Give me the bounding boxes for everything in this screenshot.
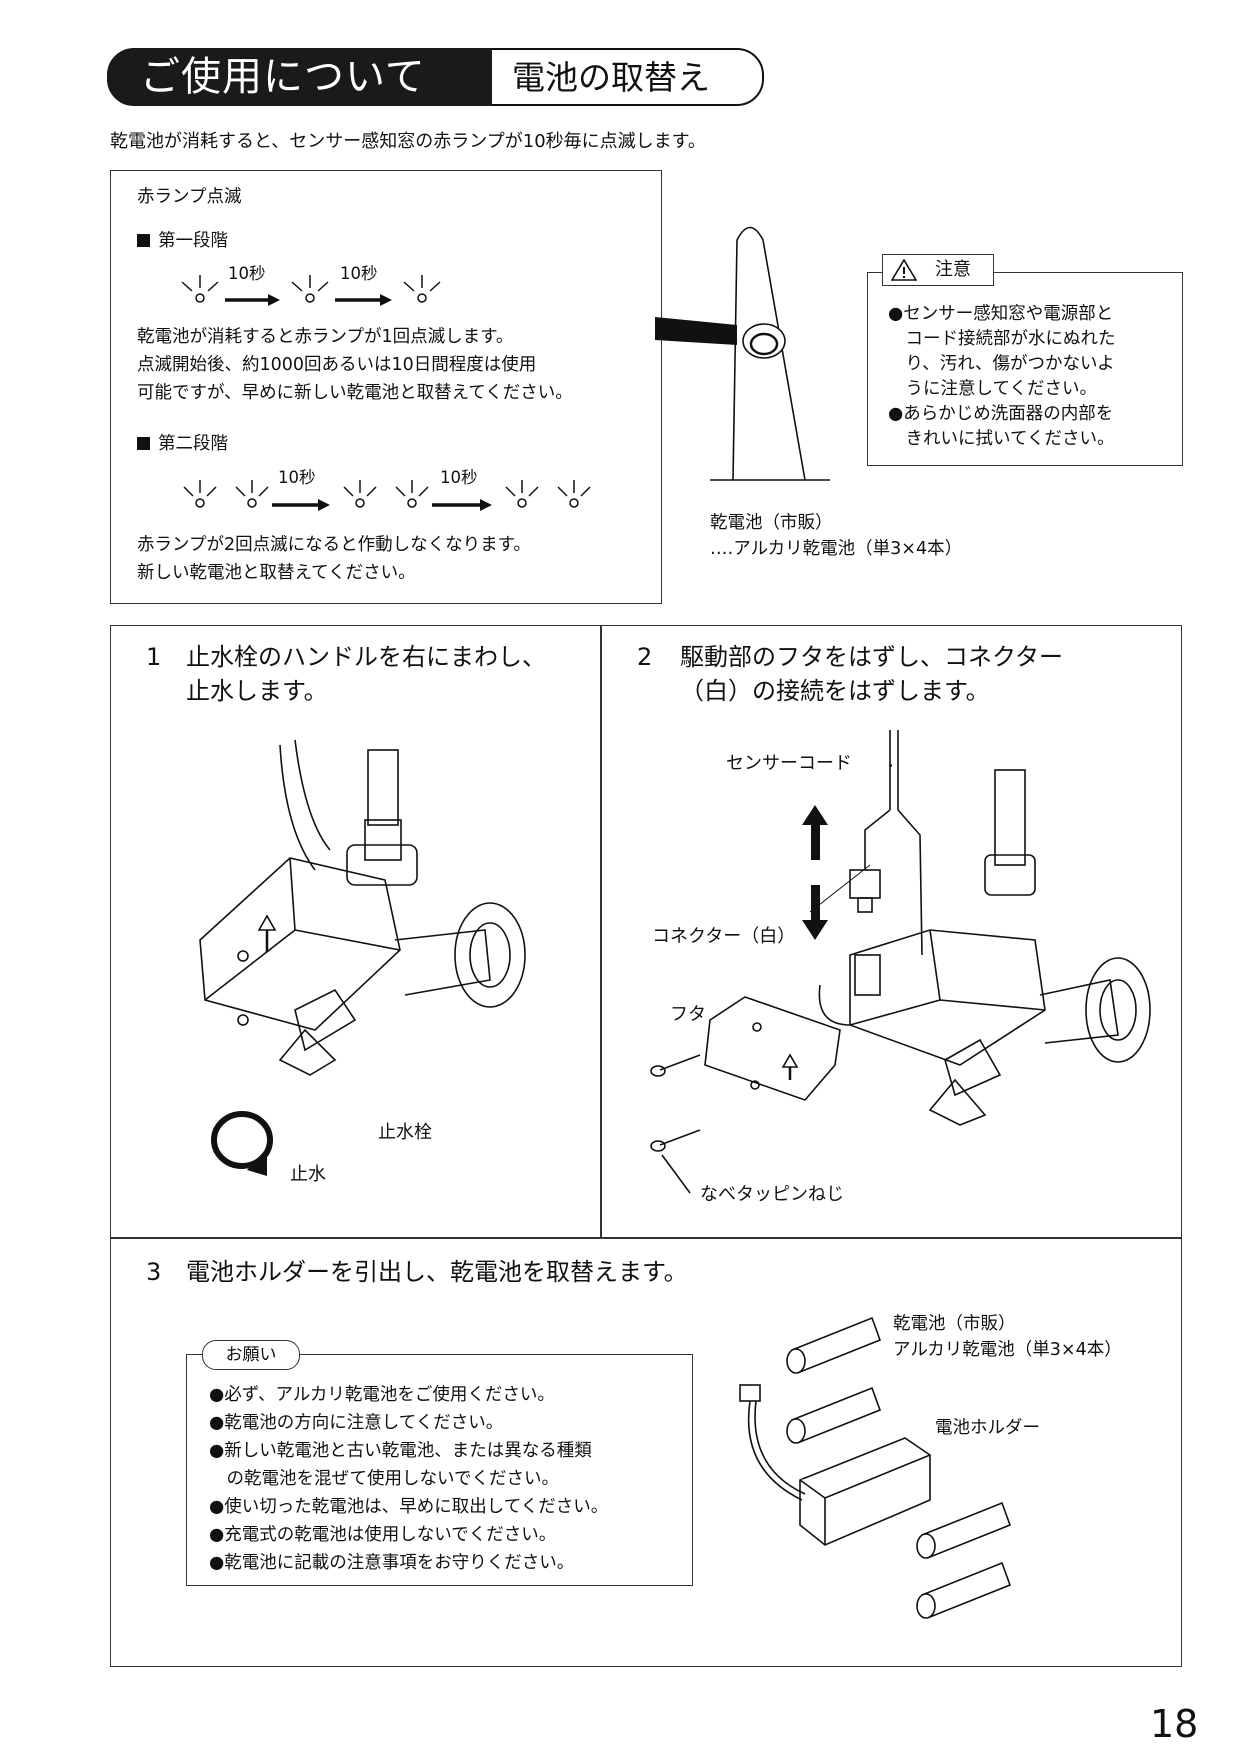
stage2-heading: 第二段階	[137, 430, 228, 458]
blink-box	[110, 170, 662, 604]
battery	[916, 1561, 1012, 1619]
step2-number: 2	[637, 643, 653, 671]
lamp-blink-icon	[403, 275, 441, 303]
step1-line: 止水します。	[186, 677, 328, 705]
step3-number: 3	[146, 1258, 162, 1286]
stage1-blink-diagram	[181, 275, 441, 306]
request-line: の乾電池を混ぜて使用しないでください。	[209, 1469, 559, 1489]
step1-number: 1	[146, 643, 162, 671]
holder-label: 電池ホルダー	[935, 1418, 1040, 1438]
square-bullet-icon	[137, 437, 150, 450]
lamp-blink-icon	[395, 480, 429, 508]
stage1-heading: 第一段階	[137, 227, 228, 255]
page-number: 18	[1150, 1702, 1199, 1746]
battery-line1: 乾電池（市販）	[893, 1314, 1016, 1334]
square-bullet-icon	[137, 234, 150, 247]
header-title-bg	[107, 48, 492, 106]
red-lamp	[749, 332, 779, 356]
faucet-illustration	[655, 226, 830, 481]
stage2-label: 第二段階	[158, 434, 228, 454]
battery-line2: アルカリ乾電池（単3×4本）	[893, 1340, 1122, 1360]
lamp-blink-icon	[557, 480, 591, 508]
stage1-interval-a: 10秒	[228, 264, 266, 283]
rotate-arrow-icon	[211, 1111, 273, 1169]
lamp-blink-icon	[235, 480, 269, 508]
stage2-interval-b: 10秒	[440, 468, 478, 487]
steps-divider-vertical	[600, 625, 602, 1237]
step2-driver-illustration	[650, 730, 1151, 1194]
step2-line: （白）の接続をはずします。	[680, 677, 990, 705]
steps-frame	[110, 625, 1182, 1667]
caution-line: コード接続部が水にぬれた	[888, 329, 1116, 349]
stage2-blink-diagram	[183, 480, 591, 511]
arrow-right-icon	[272, 499, 330, 511]
label-cover: フタ	[670, 1004, 706, 1025]
battery	[916, 1501, 1012, 1559]
intro-text: 乾電池が消耗すると、センサー感知窓の赤ランプが10秒毎に点滅します。	[110, 131, 706, 152]
blink-title: 赤ランプ点滅	[137, 187, 242, 207]
battery-holder-illustration	[739, 1316, 1012, 1619]
steps-divider-horizontal	[110, 1237, 1181, 1239]
label-stop: 止水	[290, 1164, 326, 1185]
stage1-label: 第一段階	[158, 231, 228, 251]
request-line: ●乾電池の方向に注意してください。	[209, 1413, 504, 1433]
label-screw: なべタッピンねじ	[700, 1184, 844, 1205]
battery-note-line1: 乾電池（市販）	[710, 513, 833, 533]
arrow-right-icon	[225, 294, 280, 306]
stage1-line: 乾電池が消耗すると赤ランプが1回点滅します。	[137, 327, 514, 347]
caution-label-box: 注意	[882, 254, 994, 286]
request-line: ●充電式の乾電池は使用しないでください。	[209, 1525, 557, 1545]
step2-line: 駆動部のフタをはずし、コネクター	[680, 643, 1064, 671]
step1-valve-illustration	[199, 739, 526, 1176]
up-down-arrow-icon	[802, 805, 828, 940]
caution-label: 注意	[935, 259, 971, 280]
step1-line: 止水栓のハンドルを右にまわし、	[186, 643, 546, 671]
label-valve: 止水栓	[378, 1122, 432, 1143]
stage1-interval-b: 10秒	[340, 264, 378, 283]
request-box	[186, 1354, 693, 1586]
arrow-right-icon	[432, 499, 492, 511]
request-line: ●新しい乾電池と古い乾電池、または異なる種類	[209, 1441, 592, 1461]
caution-line: うに注意してください。	[888, 379, 1097, 399]
lamp-blink-icon	[181, 275, 219, 303]
label-sensor-cord: センサーコード	[726, 753, 852, 774]
battery	[786, 1316, 882, 1374]
stage2-line: 新しい乾電池と取替えてください。	[137, 563, 416, 583]
request-line: ●使い切った乾電池は、早めに取出してください。	[209, 1497, 609, 1517]
step3-title: 電池ホルダーを引出し、乾電池を取替えます。	[186, 1258, 688, 1286]
label-connector: コネクター（白）	[652, 926, 796, 947]
arrow-right-icon	[335, 294, 392, 306]
battery	[786, 1386, 882, 1444]
warning-triangle-icon	[891, 259, 917, 281]
caution-line: ●あらかじめ洗面器の内部を	[888, 404, 1114, 424]
lamp-blink-icon	[183, 480, 217, 508]
lamp-blink-icon	[291, 275, 329, 303]
caution-box	[867, 272, 1183, 466]
request-label: お願い	[202, 1340, 300, 1370]
lamp-blink-icon	[505, 480, 539, 508]
page-title: ご使用について	[140, 54, 426, 100]
request-line: ●乾電池に記載の注意事項をお守りください。	[209, 1553, 575, 1573]
stage1-line: 可能ですが、早めに新しい乾電池と取替えてください。	[137, 383, 573, 403]
stage2-interval-a: 10秒	[278, 468, 316, 487]
caution-line: ●センサー感知窓や電源部と	[888, 304, 1114, 324]
caution-line: り、汚れ、傷がつかないよ	[888, 354, 1115, 374]
lamp-blink-icon	[343, 480, 377, 508]
battery-note-line2: ‥‥アルカリ乾電池（単3×4本）	[710, 539, 963, 559]
stage2-line: 赤ランプが2回点滅になると作動しなくなります。	[137, 535, 531, 555]
request-line: ●必ず、アルカリ乾電池をご使用ください。	[209, 1385, 555, 1405]
stage1-line: 点滅開始後、約1000回あるいは10日間程度は使用	[137, 355, 537, 375]
page-subtitle: 電池の取替え	[512, 58, 710, 97]
caution-line: きれいに拭いてください。	[888, 429, 1115, 449]
pointer-wedge	[655, 317, 737, 345]
